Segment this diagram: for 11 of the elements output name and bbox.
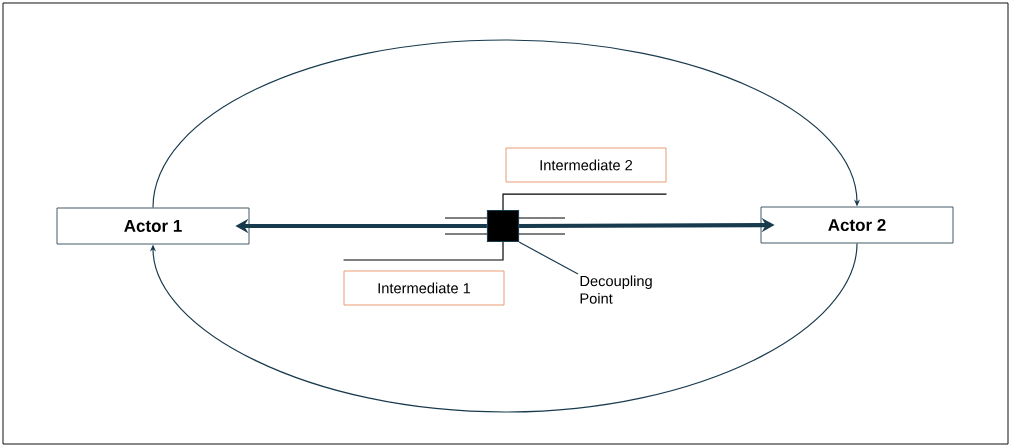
connector-line	[502, 193, 668, 211]
arrow	[152, 39, 861, 209]
actor-box: Actor 1	[56, 207, 250, 245]
label-box: Intermediate 1	[343, 270, 505, 306]
callout-text: Decoupling Point	[580, 275, 652, 304]
decoupling-square	[486, 209, 520, 243]
arrow	[150, 242, 858, 413]
connector-line	[518, 241, 579, 275]
actor-box: Actor 2	[760, 206, 954, 244]
label-box: Intermediate 2	[505, 147, 667, 183]
connector-line	[342, 241, 504, 261]
